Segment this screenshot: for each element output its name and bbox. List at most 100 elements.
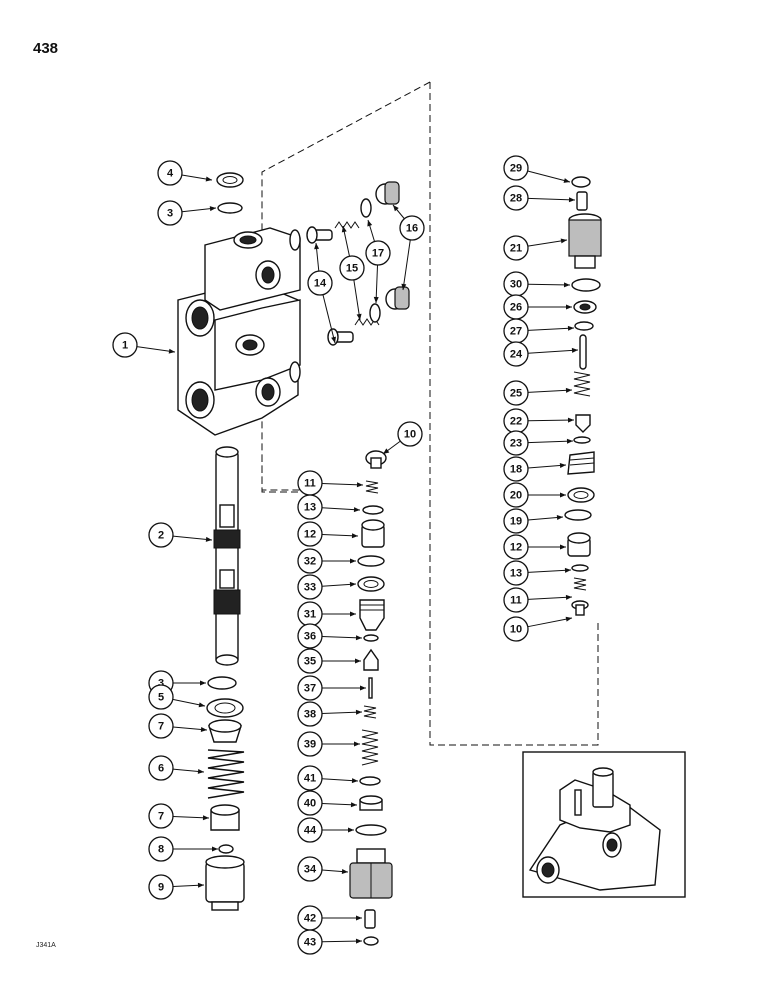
leader-line: [321, 507, 361, 511]
callout-circle: [503, 587, 529, 613]
callout-label: 36: [304, 631, 316, 643]
callout-label: 22: [510, 416, 522, 428]
callout-12: 12: [297, 521, 323, 547]
arrowhead: [350, 558, 356, 564]
backup-ring-part: [216, 172, 244, 188]
callout-circle: [503, 482, 529, 508]
callout-circle: [297, 548, 323, 574]
callout-11: 11: [503, 587, 529, 613]
callout-43: 43: [297, 929, 323, 955]
arrowhead: [367, 220, 373, 227]
callout-41: 41: [297, 765, 323, 791]
leader-line: [527, 419, 575, 422]
callout-label: 41: [304, 773, 316, 785]
arrowhead: [354, 741, 360, 747]
callout-circle: [148, 684, 174, 710]
poppet-part: [363, 648, 379, 671]
arrowhead: [355, 658, 361, 664]
callout-circle: [503, 341, 529, 367]
callout-label: 6: [158, 763, 164, 775]
callout-37: 37: [297, 675, 323, 701]
callout-12: 12: [503, 534, 529, 560]
callout-32: 32: [297, 548, 323, 574]
washer-part: [206, 698, 244, 718]
o-ring-part: [359, 776, 381, 786]
o-ring-part: [355, 824, 387, 836]
spring-part: [365, 480, 379, 494]
cap-part: [205, 855, 245, 911]
arrowhead: [353, 507, 360, 513]
arrowhead: [348, 827, 354, 833]
callout-circle: [503, 235, 529, 261]
callout-21: 21: [503, 235, 529, 261]
callout-label: 31: [304, 609, 316, 621]
callout-label: 29: [510, 163, 522, 175]
callout-label: 37: [304, 683, 316, 695]
callout-label: 4: [167, 168, 174, 180]
leader-line: [375, 264, 379, 304]
leader-line: [321, 534, 359, 537]
arrowhead: [560, 238, 567, 244]
callout-circle: [148, 803, 174, 829]
callout-18: 18: [503, 456, 529, 482]
leader-line: [527, 170, 571, 183]
callout-label: 23: [510, 438, 522, 450]
callout-circle: [297, 929, 323, 955]
callout-circle: [297, 731, 323, 757]
callout-label: 16: [406, 223, 418, 235]
arrowhead: [355, 709, 362, 715]
callout-label: 21: [510, 243, 522, 255]
callout-3: 3: [157, 200, 183, 226]
arrowhead: [205, 536, 212, 542]
leader-line: [322, 294, 336, 344]
arrowhead: [355, 635, 362, 641]
pin-part: [368, 677, 373, 699]
leader-line: [527, 283, 571, 286]
callout-label: 14: [314, 278, 327, 290]
callout-circle: [399, 215, 425, 241]
o-ring-part: [207, 676, 237, 690]
callout-label: 7: [158, 721, 164, 733]
arrowhead: [565, 594, 572, 600]
arrowhead: [314, 243, 320, 250]
o-ring-part: [360, 198, 381, 323]
callout-label: 13: [304, 502, 316, 514]
arrowhead: [567, 417, 574, 423]
callout-23: 23: [503, 430, 529, 456]
backup-ring-part: [357, 576, 385, 592]
arrowhead: [565, 616, 572, 622]
callout-6: 6: [148, 755, 174, 781]
callout-label: 34: [304, 864, 317, 876]
callout-17: 17: [365, 240, 391, 266]
callout-34: 34: [297, 856, 323, 882]
callout-29: 29: [503, 155, 529, 181]
sleeve-part: [359, 599, 385, 631]
callout-20: 20: [503, 482, 529, 508]
poppet-part: [365, 450, 387, 469]
arrowhead: [349, 581, 356, 587]
callout-19: 19: [503, 508, 529, 534]
callout-2: 2: [148, 522, 174, 548]
leader-line: [353, 279, 361, 321]
arrowhead: [566, 438, 573, 444]
callout-circle: [297, 521, 323, 547]
arrowhead: [212, 846, 218, 852]
callout-circle: [297, 623, 323, 649]
callout-label: 8: [158, 844, 164, 856]
o-ring-part: [571, 278, 601, 292]
arrowhead: [567, 325, 574, 331]
leader-line: [527, 596, 573, 600]
arrowhead: [331, 336, 336, 343]
callout-circle: [157, 200, 183, 226]
callout-circle: [112, 332, 138, 358]
arrowhead: [356, 915, 362, 921]
callout-26: 26: [503, 294, 529, 320]
callout-circle: [148, 755, 174, 781]
callout-circle: [503, 430, 529, 456]
callout-circle: [148, 836, 174, 862]
leader-line: [321, 482, 364, 486]
callout-circle: [148, 874, 174, 900]
page-number: 438: [33, 40, 59, 57]
arrowhead: [341, 869, 348, 875]
